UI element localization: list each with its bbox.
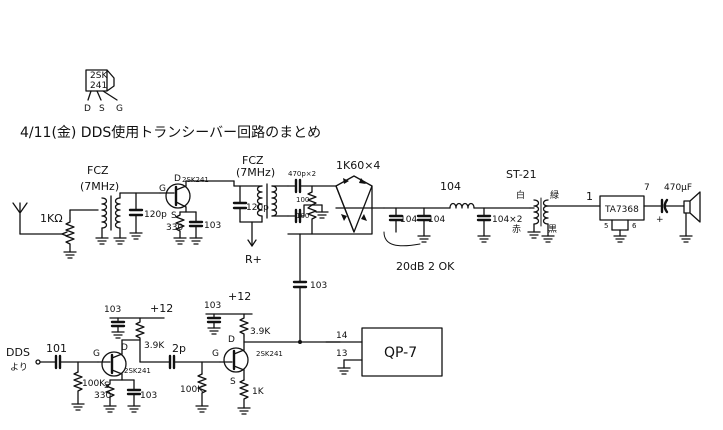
wire-green: 緑 <box>550 189 559 201</box>
supply-r-plus: R+ <box>245 253 262 266</box>
lpf-cap-3: 104×2 <box>492 215 522 225</box>
q3-gate-label: G <box>212 349 219 359</box>
fcz2-freq: (7MHz) <box>236 166 275 179</box>
transformer-label: ST-21 <box>506 168 537 181</box>
lpf-inductor <box>449 202 475 209</box>
pinout-part-label: 2SK <box>90 71 108 81</box>
antenna-icon <box>12 202 28 235</box>
pinout-sketch: 2SK 241 D S G <box>84 69 123 114</box>
lpf-cap-1: 104 <box>400 215 417 225</box>
fcz1-coil <box>101 197 108 229</box>
fcz1-label: FCZ <box>87 164 109 177</box>
qp7-pin-13: 13 <box>336 349 347 359</box>
q3-bypass-cap: 103 <box>204 301 221 311</box>
q2-source-resistor: 330 <box>94 391 111 401</box>
q2-drain-resistor: 3.9K <box>144 341 165 351</box>
diode-ring-label: 1K60×4 <box>336 159 380 172</box>
c1-value: 120p <box>144 210 167 220</box>
detector-caps-label: 470p×2 <box>288 170 316 178</box>
q3-supply: +12 <box>228 290 251 303</box>
dds-input-cap: 101 <box>46 342 67 355</box>
fcz2-coil <box>256 185 263 217</box>
schematic-title: 4/11(金) DDS使用トランシーバー回路のまとめ <box>20 124 321 141</box>
wire-white: 白 <box>516 189 525 201</box>
pinout-part-number: 241 <box>90 81 107 91</box>
q3-source-label: S <box>230 377 236 387</box>
detector-r-top: 100 <box>296 196 309 204</box>
coupling-2p: 2p <box>172 342 186 355</box>
diode-ring <box>335 175 373 233</box>
q3-transistor-symbol <box>223 347 249 373</box>
dds-stage: DDS より 101 100K G D 2SK241 S 330 1 <box>6 290 443 415</box>
q2-supply: +12 <box>150 302 173 315</box>
rx-input-stage: 1KΩ FCZ (7MHz) 120p G D 2SK241 S <box>12 154 289 266</box>
amp-label: TA7368 <box>604 205 639 215</box>
q2-gate-label: G <box>93 349 100 359</box>
q2-bypass-cap: 103 <box>104 305 121 315</box>
q1-part: 2SK241 <box>182 176 209 184</box>
coupling-cap-value: 103 <box>310 281 327 291</box>
wire-black: 黒 <box>548 224 557 235</box>
detector-r-bottom: 100 <box>296 212 309 220</box>
fcz1-freq: (7MHz) <box>80 180 119 193</box>
input-vr-label: 1KΩ <box>40 212 63 225</box>
out-cap-plus: + <box>656 215 664 225</box>
q1-source-resistor: 330 <box>166 223 183 233</box>
q3-drain-label: D <box>228 335 235 345</box>
q1-source-cap: 103 <box>204 221 221 231</box>
pinout-pin-s: S <box>99 104 105 114</box>
q3-source-resistor: 1K <box>252 387 265 397</box>
amp-pin-6: 6 <box>632 222 637 230</box>
c2-value: 120p <box>246 203 269 213</box>
q2-source-cap: 103 <box>140 391 157 401</box>
lpf-cap-2: 104 <box>428 215 445 225</box>
audio-stage: ST-21 白 緑 赤 黒 1 TA7368 5 6 7 + 470μF <box>506 168 701 243</box>
q3-gate-resistor: 100K <box>180 385 204 395</box>
q1-source-label: S <box>171 211 177 221</box>
qp7-label: QP-7 <box>384 345 417 361</box>
q2-gate-resistor: 100K <box>82 379 106 389</box>
dds-input-label: DDS <box>6 346 30 359</box>
qp7-pin-14: 14 <box>336 331 348 341</box>
qp7-block <box>361 327 443 377</box>
q1-drain-label: D <box>174 174 181 184</box>
q2-drain-label: D <box>121 343 128 353</box>
wire-red: 赤 <box>512 224 521 235</box>
q2-part: 2SK241 <box>124 367 151 375</box>
pinout-pin-d: D <box>84 104 91 114</box>
lpf-inductor-label: 104 <box>440 180 461 193</box>
q3-drain-resistor: 3.9K <box>250 327 271 337</box>
q1-transistor-symbol <box>165 183 191 209</box>
q2-transistor-symbol <box>101 351 127 377</box>
pinout-pin-g: G <box>116 104 123 114</box>
lpf-note: 20dB 2 OK <box>396 260 455 273</box>
fcz2-label: FCZ <box>242 154 264 167</box>
q3-part: 2SK241 <box>256 350 283 358</box>
transformer-symbol <box>533 199 540 225</box>
amp-pin-in: 1 <box>586 190 593 203</box>
out-cap-value: 470μF <box>664 183 692 193</box>
q1-gate-label: G <box>159 184 166 194</box>
amp-pin-out: 7 <box>644 183 650 193</box>
dds-input-sub: より <box>10 362 28 373</box>
input-vr-symbol <box>65 217 75 253</box>
amp-pin-5: 5 <box>604 222 608 230</box>
detector-stage: 470p×2 100 100 1K60×4 103 <box>287 159 531 341</box>
speaker-icon <box>683 191 701 223</box>
amp-ic <box>599 195 645 221</box>
